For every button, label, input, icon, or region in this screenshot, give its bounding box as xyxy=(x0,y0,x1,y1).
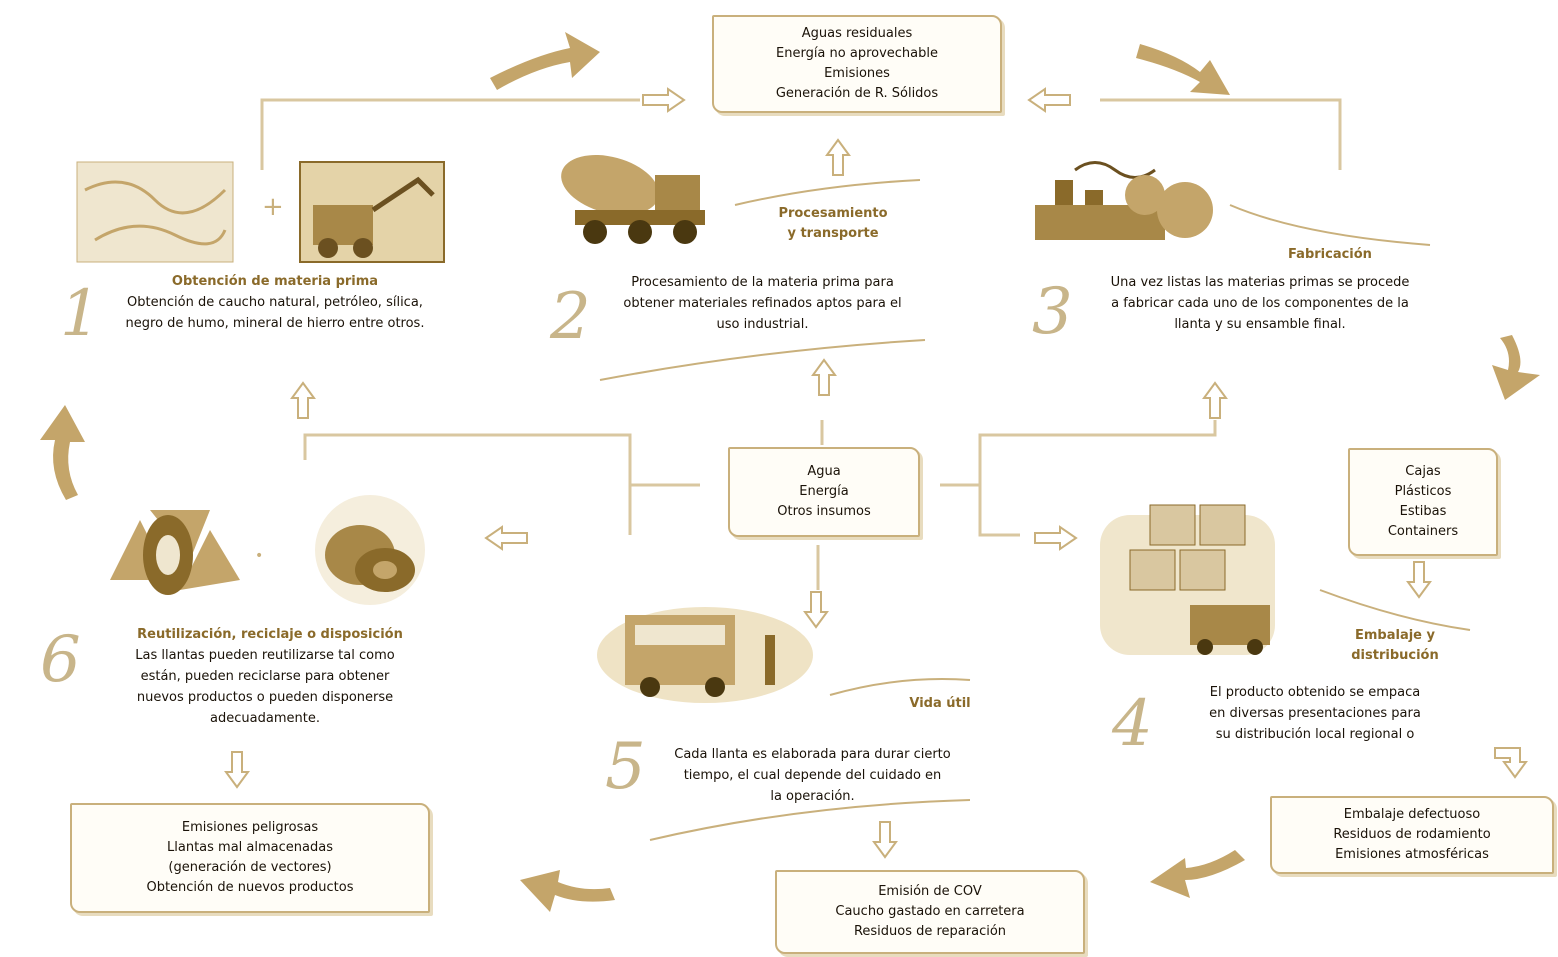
factory-illustration xyxy=(1035,161,1213,240)
arrow-to-top-right xyxy=(1027,87,1071,113)
input-line: Agua xyxy=(807,464,841,479)
stage-2-description: Procesamiento de la materia prima para o… xyxy=(595,272,930,335)
packaging-line: Plásticos xyxy=(1394,484,1452,499)
description-line: uso industrial. xyxy=(716,317,809,332)
description-line: nuevos productos o pueden disponerse xyxy=(136,690,394,705)
output-line: (generación de vectores) xyxy=(168,860,332,875)
stage-4-description: El producto obtenido se empaca en divers… xyxy=(1175,682,1455,745)
description-line: están, pueden reciclarse para obtener xyxy=(140,669,390,684)
output-line: Emisiones xyxy=(824,66,890,81)
description-line: en diversas presentaciones para xyxy=(1209,706,1421,721)
output-line: Emisiones peligrosas xyxy=(181,820,319,835)
stage-number-2: 2 xyxy=(550,280,591,354)
output-line: Emisión de COV xyxy=(878,884,982,899)
recycle-tire-illustration xyxy=(110,510,240,595)
stage-number-4: 4 xyxy=(1112,687,1153,761)
plus-icon: + xyxy=(262,192,284,222)
output-line: Residuos de reparación xyxy=(853,924,1007,939)
description-line: Una vez listas las materias primas se pr… xyxy=(1110,275,1410,290)
outputs-top-box: Aguas residuales Energía no aprovechable… xyxy=(712,15,1002,113)
output-line: Llantas mal almacenadas xyxy=(167,840,333,855)
bus-illustration xyxy=(597,607,813,703)
stage-number-5: 5 xyxy=(605,730,646,804)
outputs-bottom-center-box: Emisión de COV Caucho gastado en carrete… xyxy=(775,870,1085,954)
output-line: Embalaje defectuoso xyxy=(1343,807,1481,822)
map-illustration xyxy=(76,161,234,263)
description-line: adecuadamente. xyxy=(210,711,320,726)
stage-5-description: Cada llanta es elaborada para durar cier… xyxy=(645,744,980,807)
stage-1-description: Obtención de caucho natural, petróleo, s… xyxy=(95,292,455,334)
output-line: Energía no aprovechable xyxy=(776,46,938,61)
truck-illustration xyxy=(561,155,705,244)
output-line: Aguas residuales xyxy=(801,26,913,41)
outputs-bottom-right-box: Embalaje defectuoso Residuos de rodamien… xyxy=(1270,796,1554,874)
output-line: Emisiones atmosféricas xyxy=(1335,847,1489,862)
title-line: y transporte xyxy=(787,226,879,241)
output-line: Generación de R. Sólidos xyxy=(775,86,939,101)
arrow-to-top-left xyxy=(642,87,686,113)
packaging-line: Estibas xyxy=(1399,504,1447,519)
title-line: distribución xyxy=(1351,648,1439,663)
stage-5-title: Vida útil xyxy=(909,696,971,711)
inputs-center-box: Agua Energía Otros insumos xyxy=(728,447,920,537)
stage-3-title: Fabricación xyxy=(1288,247,1372,262)
cycle-arrows xyxy=(40,32,1540,912)
outputs-bottom-left-box: Emisiones peligrosas Llantas mal almacen… xyxy=(70,803,430,913)
stage-2-title: Procesamiento y transporte xyxy=(748,204,918,244)
description-line: Cada llanta es elaborada para durar cier… xyxy=(674,747,951,762)
output-line: Caucho gastado en carretera xyxy=(835,904,1025,919)
output-line: Residuos de rodamiento xyxy=(1333,827,1491,842)
description-line: obtener materiales refinados aptos para … xyxy=(623,296,902,311)
stage-number-1: 1 xyxy=(60,277,101,351)
description-line: Obtención de caucho natural, petróleo, s… xyxy=(127,295,423,310)
boxes-illustration xyxy=(1100,504,1275,655)
input-line: Otros insumos xyxy=(777,504,871,519)
stage-1-title: Obtención de materia prima xyxy=(171,274,379,289)
description-line: Procesamiento de la materia prima para xyxy=(631,275,894,290)
description-line: El producto obtenido se empaca xyxy=(1209,685,1421,700)
packaging-inputs-box: Cajas Plásticos Estibas Containers xyxy=(1348,448,1498,556)
description-line: llanta y su ensamble final. xyxy=(1174,317,1346,332)
output-line: Obtención de nuevos productos xyxy=(146,880,354,895)
title-line: Embalaje y xyxy=(1354,628,1435,643)
mining-illustration xyxy=(299,161,445,263)
disposal-illustration xyxy=(315,495,425,605)
description-line: la operación. xyxy=(770,789,855,804)
description-line: tiempo, el cual depende del cuidado en xyxy=(683,768,942,783)
input-line: Energía xyxy=(799,484,849,499)
description-line: Las llantas pueden reutilizarse tal como xyxy=(135,648,395,663)
title-line: Procesamiento xyxy=(778,206,888,221)
stage-number-3: 3 xyxy=(1032,275,1073,349)
stage-4-title: Embalaje y distribución xyxy=(1340,626,1450,666)
packaging-line: Containers xyxy=(1387,524,1459,539)
description-line: su distribución local regional o xyxy=(1215,727,1415,742)
description-line: negro de humo, mineral de hierro entre o… xyxy=(125,316,425,331)
stage-6-title: Reutilización, reciclaje o disposición xyxy=(137,627,403,642)
stage-6-description: Las llantas pueden reutilizarse tal como… xyxy=(105,645,425,729)
packaging-line: Cajas xyxy=(1405,464,1441,479)
stage-number-6: 6 xyxy=(40,623,81,697)
plus-icon: • xyxy=(255,548,264,564)
stage-3-description: Una vez listas las materias primas se pr… xyxy=(1085,272,1435,335)
description-line: a fabricar cada uno de los componentes d… xyxy=(1111,296,1409,311)
